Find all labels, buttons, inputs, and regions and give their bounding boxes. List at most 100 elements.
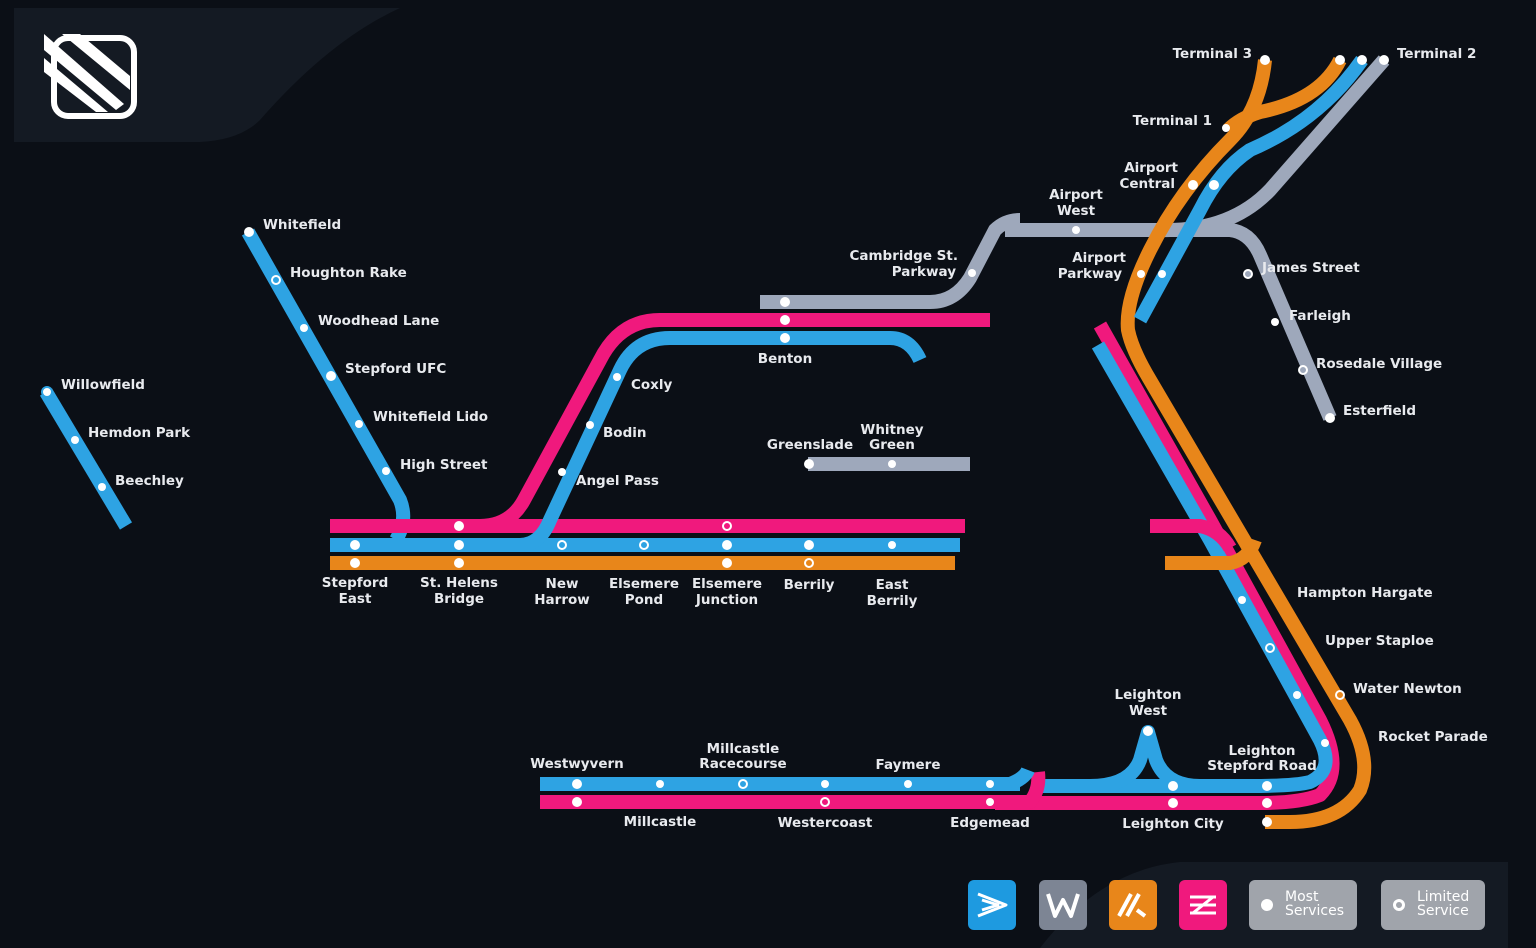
station-marker[interactable] <box>300 324 308 332</box>
station-marker[interactable] <box>558 468 566 476</box>
station-marker[interactable] <box>1072 226 1080 234</box>
station-marker[interactable] <box>1298 365 1308 375</box>
station-marker[interactable] <box>904 780 912 788</box>
station-label: Racecourse <box>699 756 786 772</box>
arrow-operator-icon[interactable] <box>968 880 1016 930</box>
station-label: Millcastle <box>624 814 697 830</box>
station-label: Farleigh <box>1289 308 1351 324</box>
station-marker[interactable] <box>888 541 896 549</box>
station-label: Junction <box>695 592 758 608</box>
station-marker[interactable] <box>780 297 790 307</box>
station-marker[interactable] <box>355 420 363 428</box>
station-marker[interactable] <box>804 459 814 469</box>
orange-line-terminal1 <box>1223 56 1347 136</box>
station-label: Benton <box>758 351 812 367</box>
station-marker[interactable] <box>613 373 621 381</box>
pink-line-join <box>1150 519 1237 552</box>
station-marker[interactable] <box>1158 270 1166 278</box>
hollow-dot-icon <box>1393 899 1405 911</box>
station-marker[interactable] <box>1209 180 1219 190</box>
station-label: Faymere <box>876 757 941 773</box>
w-operator-icon[interactable] <box>1039 880 1087 930</box>
station-marker[interactable] <box>1188 180 1198 190</box>
station-marker[interactable] <box>1262 781 1272 791</box>
station-label: Leighton <box>1229 743 1296 759</box>
station-marker[interactable] <box>572 779 582 789</box>
station-label: Airport <box>1124 160 1178 176</box>
station-marker[interactable] <box>1222 124 1230 132</box>
grey-line-terminal2 <box>1159 55 1390 238</box>
grey-line-benton <box>760 213 1021 309</box>
station-marker[interactable] <box>271 275 281 285</box>
station-label: Greenslade <box>767 437 853 453</box>
station-marker[interactable] <box>1137 270 1145 278</box>
station-label: High Street <box>400 457 488 473</box>
station-marker[interactable] <box>656 780 664 788</box>
station-marker[interactable] <box>71 436 79 444</box>
station-marker[interactable] <box>780 315 790 325</box>
station-marker[interactable] <box>1293 691 1301 699</box>
station-marker[interactable] <box>1143 726 1153 736</box>
blue-line-benton <box>519 331 927 552</box>
station-marker[interactable] <box>1238 596 1246 604</box>
station-marker[interactable] <box>1335 55 1345 65</box>
station-marker[interactable] <box>1321 739 1329 747</box>
station-marker[interactable] <box>1379 55 1389 65</box>
station-label: Berrily <box>784 577 835 593</box>
station-marker[interactable] <box>1168 798 1178 808</box>
station-marker[interactable] <box>1271 318 1279 326</box>
station-marker[interactable] <box>557 540 567 550</box>
stripes-logo-icon[interactable] <box>44 34 137 119</box>
station-marker[interactable] <box>98 483 106 491</box>
station-label: Parkway <box>892 264 956 280</box>
station-marker[interactable] <box>586 421 594 429</box>
station-label: Airport <box>1072 250 1126 266</box>
station-marker[interactable] <box>454 521 464 531</box>
station-marker[interactable] <box>1325 413 1335 423</box>
blue-line-whitefield <box>241 228 411 544</box>
pink-line-east-descent <box>995 321 1340 810</box>
station-marker[interactable] <box>244 227 254 237</box>
station-marker[interactable] <box>572 797 582 807</box>
station-marker[interactable] <box>804 558 814 568</box>
station-marker[interactable] <box>722 558 732 568</box>
station-marker[interactable] <box>1262 798 1272 808</box>
station-label: Willowfield <box>61 377 145 393</box>
station-marker[interactable] <box>821 780 829 788</box>
station-marker[interactable] <box>804 540 814 550</box>
station-marker[interactable] <box>1168 781 1178 791</box>
station-marker[interactable] <box>454 558 464 568</box>
station-marker[interactable] <box>350 540 360 550</box>
station-marker[interactable] <box>1335 690 1345 700</box>
station-marker[interactable] <box>454 540 464 550</box>
station-label: Edgemead <box>950 815 1030 831</box>
station-marker[interactable] <box>738 779 748 789</box>
filled-dot-icon <box>1261 899 1273 911</box>
station-marker[interactable] <box>986 798 994 806</box>
station-marker[interactable] <box>326 371 336 381</box>
station-marker[interactable] <box>1262 817 1272 827</box>
station-marker[interactable] <box>820 797 830 807</box>
station-marker[interactable] <box>986 780 994 788</box>
station-marker[interactable] <box>350 558 360 568</box>
station-marker[interactable] <box>639 540 649 550</box>
station-marker[interactable] <box>968 269 976 277</box>
station-marker[interactable] <box>1265 643 1275 653</box>
station-marker[interactable] <box>1357 55 1367 65</box>
slash-operator-icon[interactable] <box>1109 880 1157 930</box>
station-label: Airport <box>1049 187 1103 203</box>
station-marker[interactable] <box>780 333 790 343</box>
station-marker[interactable] <box>41 386 53 398</box>
station-marker[interactable] <box>1260 55 1270 65</box>
station-marker[interactable] <box>722 521 732 531</box>
station-label: Terminal 1 <box>1133 113 1212 129</box>
station-label: Millcastle <box>707 741 780 757</box>
station-marker[interactable] <box>888 460 896 468</box>
station-marker[interactable] <box>1243 269 1253 279</box>
z-operator-icon[interactable] <box>1179 880 1227 930</box>
station-label: West <box>1129 703 1168 719</box>
station-marker[interactable] <box>722 540 732 550</box>
station-marker[interactable] <box>382 467 390 475</box>
